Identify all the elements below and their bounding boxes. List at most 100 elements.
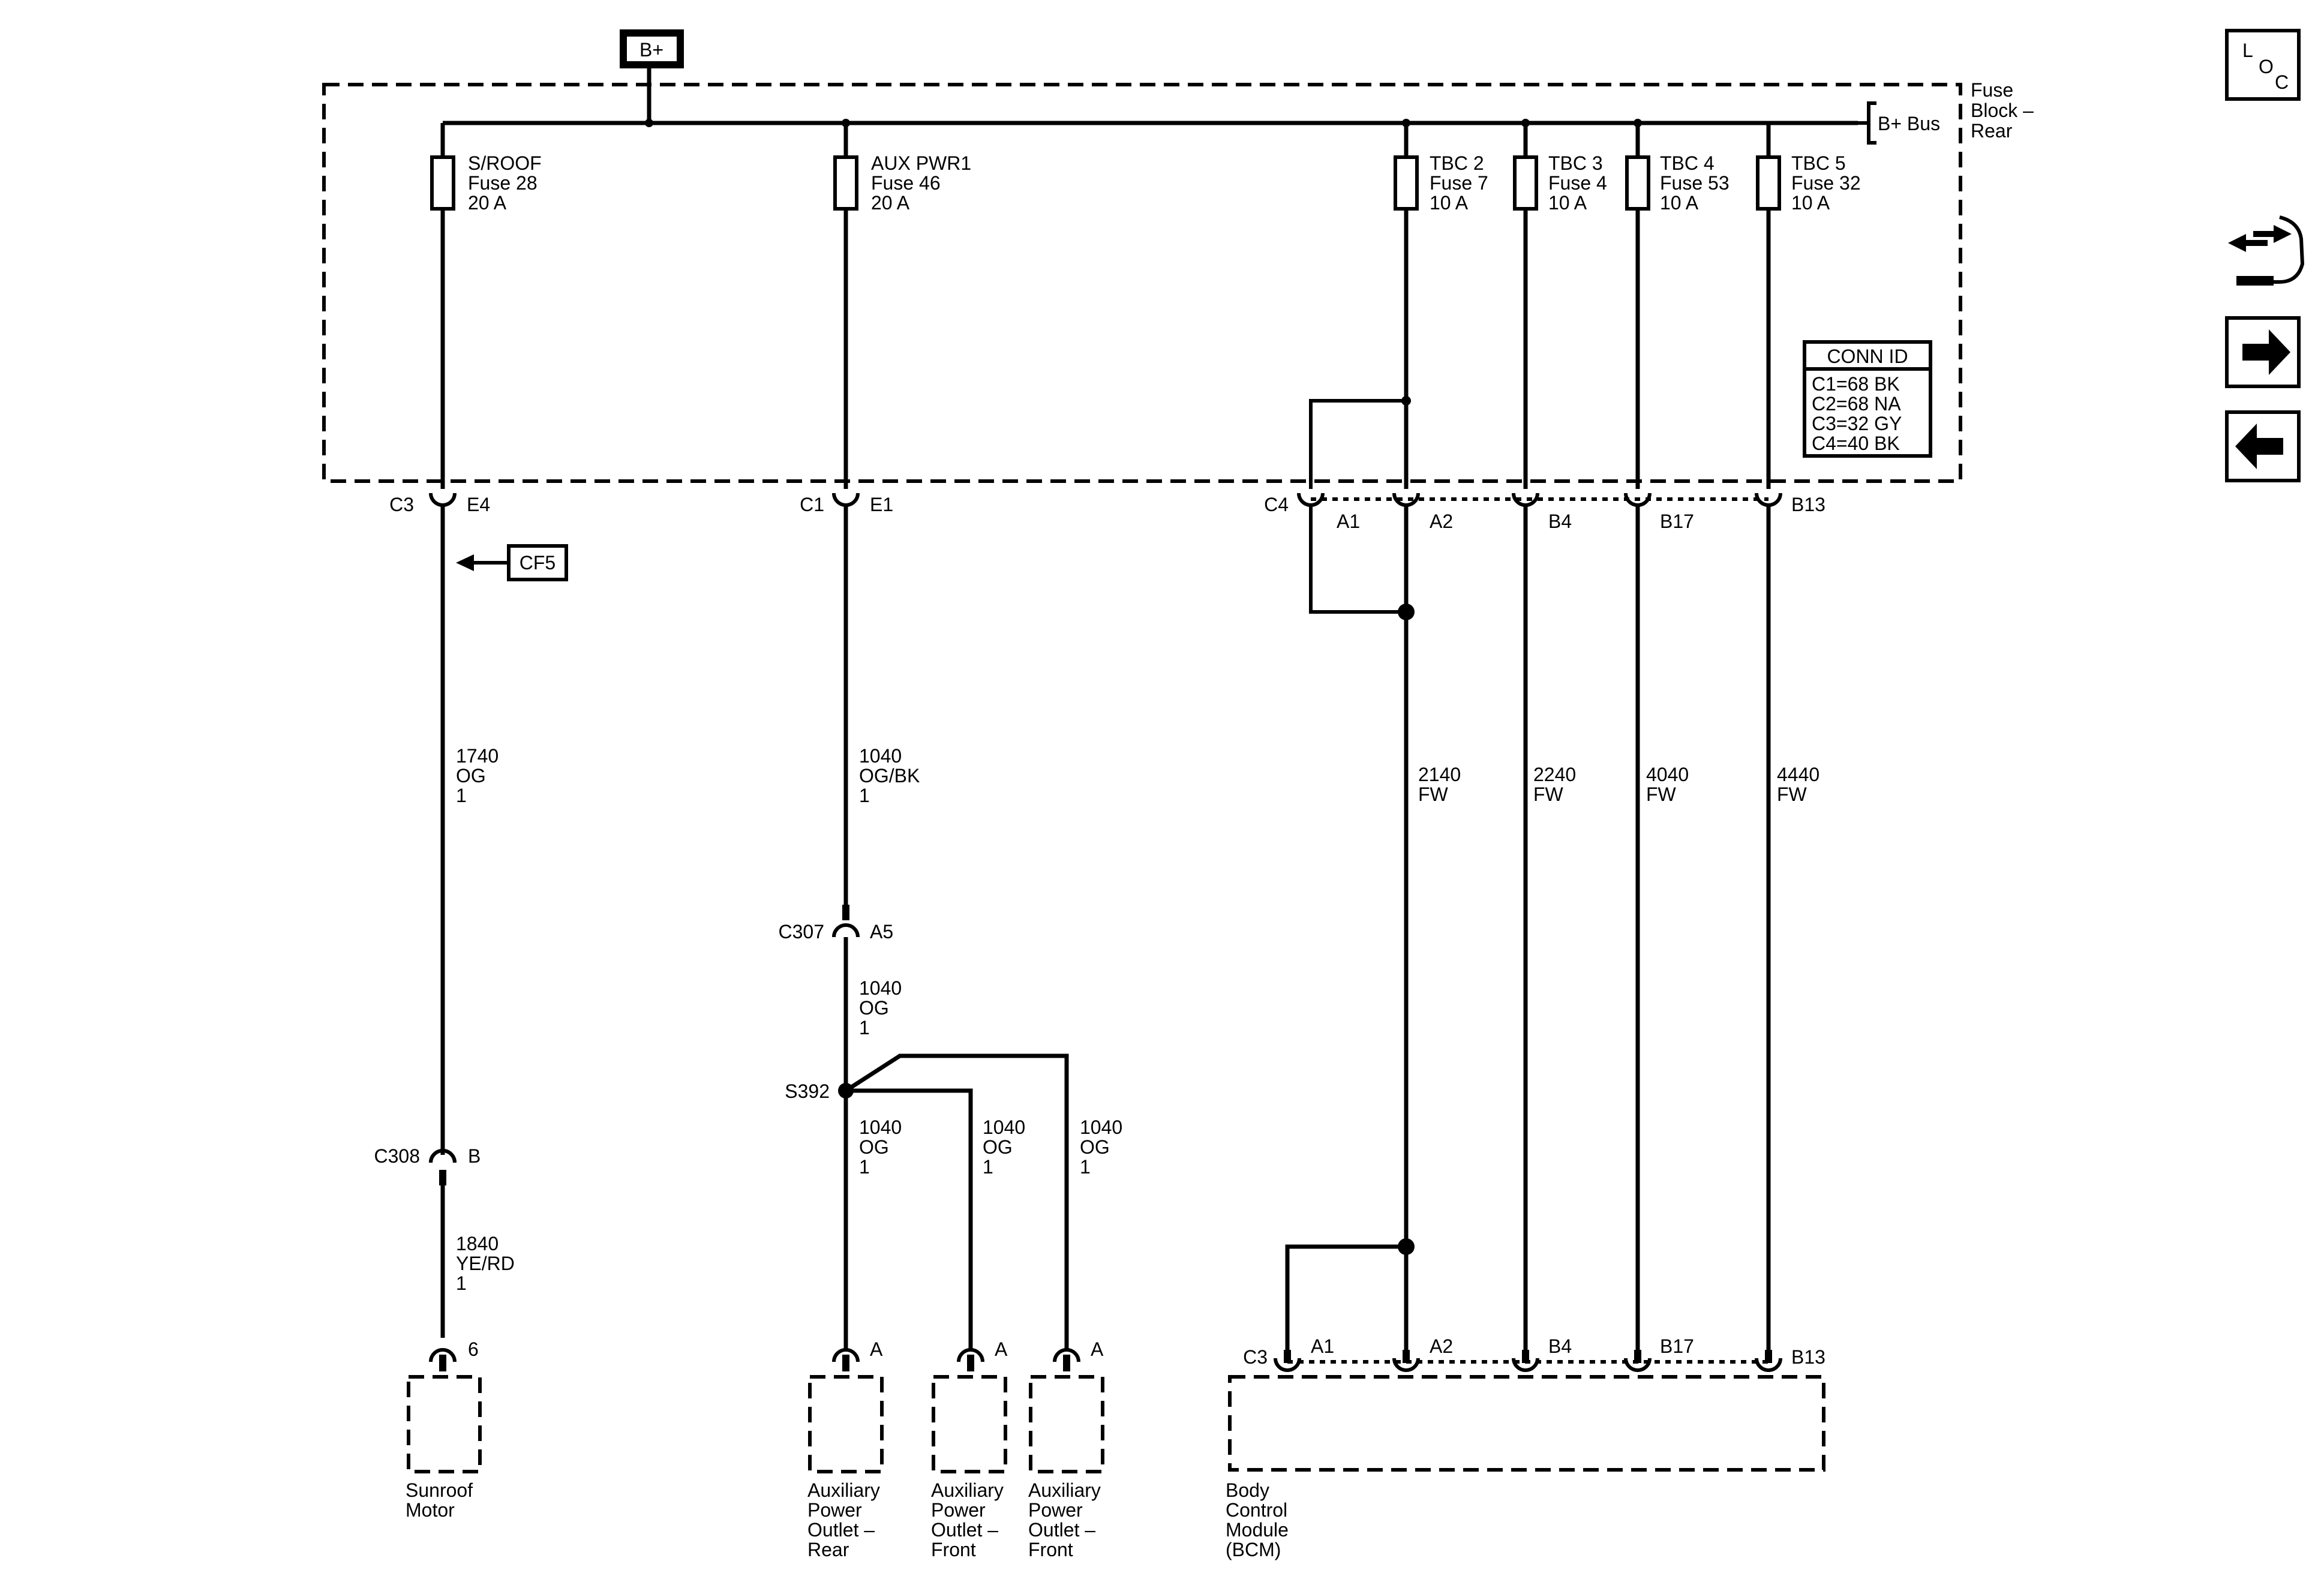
svg-text:Power: Power xyxy=(1028,1499,1083,1521)
svg-text:(BCM): (BCM) xyxy=(1226,1539,1281,1560)
svg-text:C3: C3 xyxy=(389,494,414,515)
svg-text:FW: FW xyxy=(1418,784,1449,805)
svg-text:Power: Power xyxy=(931,1499,986,1521)
svg-text:B4: B4 xyxy=(1548,511,1572,532)
svg-text:C1: C1 xyxy=(800,494,824,515)
svg-text:1: 1 xyxy=(859,1156,870,1178)
svg-text:C307: C307 xyxy=(779,921,825,942)
connector-c1-e1: C1 E1 xyxy=(800,493,893,515)
svg-text:A: A xyxy=(870,1338,883,1360)
svg-text:Sunroof: Sunroof xyxy=(406,1479,473,1501)
fuse-aux-pwr1: AUX PWR1 Fuse 46 20 A xyxy=(833,152,971,214)
next-page-button[interactable] xyxy=(2225,316,2301,388)
svg-text:1: 1 xyxy=(983,1156,993,1178)
svg-text:A5: A5 xyxy=(870,921,893,942)
conn-id-table: CONN ID C1=68 BK C2=68 NA C3=32 GY C4=40… xyxy=(1803,340,1932,458)
svg-text:A1: A1 xyxy=(1337,511,1360,532)
aux-front2-pin-a: A xyxy=(1053,1338,1104,1371)
svg-text:CF5: CF5 xyxy=(520,552,556,574)
svg-text:1740: 1740 xyxy=(456,745,499,767)
svg-text:Rear: Rear xyxy=(1971,120,2013,142)
svg-text:YE/RD: YE/RD xyxy=(456,1253,515,1274)
svg-text:1040: 1040 xyxy=(859,745,902,767)
wire-label-1040-ogbk: 1040 OG/BK 1 xyxy=(859,745,920,806)
aux-power-outlet-rear: Auxiliary Power Outlet – Rear xyxy=(807,1375,884,1560)
connector-view-icon[interactable] xyxy=(2228,215,2305,286)
wire-label-4440: 4440 FW xyxy=(1777,764,1819,805)
svg-text:6: 6 xyxy=(468,1338,479,1360)
svg-text:C4: C4 xyxy=(1264,494,1289,515)
svg-text:S392: S392 xyxy=(785,1080,830,1102)
svg-text:C: C xyxy=(2275,71,2289,93)
body-control-module: Body Control Module (BCM) xyxy=(1226,1375,1825,1560)
aux-power-outlet-front-2: Auxiliary Power Outlet – Front xyxy=(1028,1375,1104,1560)
svg-text:1040: 1040 xyxy=(859,977,902,999)
wire-label-1040-og-1: 1040 OG 1 xyxy=(859,977,902,1038)
svg-text:Fuse: Fuse xyxy=(1971,79,2013,101)
svg-text:AUX PWR1: AUX PWR1 xyxy=(871,152,971,174)
svg-text:C4=40 BK: C4=40 BK xyxy=(1812,433,1900,454)
svg-text:1: 1 xyxy=(859,1017,870,1038)
svg-text:OG: OG xyxy=(1080,1136,1110,1158)
svg-text:1040: 1040 xyxy=(859,1116,902,1138)
wire-label-1740: 1740 OG 1 xyxy=(456,745,499,806)
svg-text:Front: Front xyxy=(931,1539,976,1560)
svg-text:Auxiliary: Auxiliary xyxy=(807,1479,880,1501)
svg-text:C3=32 GY: C3=32 GY xyxy=(1812,413,1902,434)
svg-text:20 A: 20 A xyxy=(468,192,507,214)
fuse-tbc5: TBC 5 Fuse 32 10 A xyxy=(1756,152,1861,214)
svg-text:10 A: 10 A xyxy=(1548,192,1587,214)
svg-text:Fuse 4: Fuse 4 xyxy=(1548,172,1607,194)
svg-text:TBC 2: TBC 2 xyxy=(1430,152,1484,174)
previous-page-icon xyxy=(2235,424,2283,469)
svg-text:Auxiliary: Auxiliary xyxy=(931,1479,1004,1501)
svg-text:Outlet –: Outlet – xyxy=(931,1519,998,1541)
wire-label-1040-og-2: 1040 OG 1 xyxy=(859,1116,902,1178)
svg-text:4440: 4440 xyxy=(1777,764,1819,785)
svg-text:B13: B13 xyxy=(1791,1346,1825,1368)
previous-page-button[interactable] xyxy=(2225,410,2301,482)
bcm-connector-c3: C3 A1 A2 B4 B17 B13 xyxy=(1243,1335,1825,1372)
svg-text:B+: B+ xyxy=(639,39,663,61)
svg-text:S/ROOF: S/ROOF xyxy=(468,152,542,174)
svg-text:OG/BK: OG/BK xyxy=(859,765,920,786)
svg-text:TBC 3: TBC 3 xyxy=(1548,152,1603,174)
fuse-tbc3: TBC 3 Fuse 4 10 A xyxy=(1513,152,1607,214)
svg-text:A: A xyxy=(1091,1338,1104,1360)
svg-text:1040: 1040 xyxy=(983,1116,1025,1138)
svg-text:B: B xyxy=(468,1145,481,1167)
svg-text:E4: E4 xyxy=(467,494,490,515)
svg-text:20 A: 20 A xyxy=(871,192,910,214)
svg-text:10 A: 10 A xyxy=(1430,192,1469,214)
next-page-icon xyxy=(2242,329,2290,375)
svg-text:A2: A2 xyxy=(1430,511,1453,532)
svg-text:B17: B17 xyxy=(1660,1335,1694,1357)
svg-text:2240: 2240 xyxy=(1533,764,1576,785)
svg-text:B17: B17 xyxy=(1660,511,1694,532)
svg-text:10 A: 10 A xyxy=(1791,192,1830,214)
aux-front1-pin-a: A xyxy=(957,1338,1008,1371)
location-button[interactable]: L O C xyxy=(2225,29,2301,101)
svg-text:FW: FW xyxy=(1533,784,1564,805)
svg-text:C308: C308 xyxy=(374,1145,421,1167)
svg-text:Rear: Rear xyxy=(807,1539,849,1560)
svg-text:Block –: Block – xyxy=(1971,100,2034,121)
svg-text:1: 1 xyxy=(456,1272,467,1294)
svg-text:C1=68 BK: C1=68 BK xyxy=(1812,373,1900,395)
wire-label-1840: 1840 YE/RD 1 xyxy=(456,1233,515,1294)
svg-text:Power: Power xyxy=(807,1499,862,1521)
svg-text:A1: A1 xyxy=(1311,1335,1334,1357)
svg-text:10 A: 10 A xyxy=(1660,192,1699,214)
connector-c4: C4 A1 A2 B4 B17 B13 xyxy=(1264,493,1825,532)
svg-text:CONN ID: CONN ID xyxy=(1827,346,1908,367)
bplus-source: B+ xyxy=(620,29,684,68)
svg-text:B13: B13 xyxy=(1791,494,1825,515)
svg-text:Body: Body xyxy=(1226,1479,1269,1501)
svg-text:O: O xyxy=(2259,56,2274,77)
aux-power-outlet-front-1: Auxiliary Power Outlet – Front xyxy=(931,1375,1007,1560)
svg-text:C2=68 NA: C2=68 NA xyxy=(1812,393,1901,415)
svg-text:Fuse 53: Fuse 53 xyxy=(1660,172,1730,194)
sunroof-pin-6: 6 xyxy=(429,1338,479,1371)
svg-text:1: 1 xyxy=(456,785,467,806)
svg-text:B4: B4 xyxy=(1548,1335,1572,1357)
